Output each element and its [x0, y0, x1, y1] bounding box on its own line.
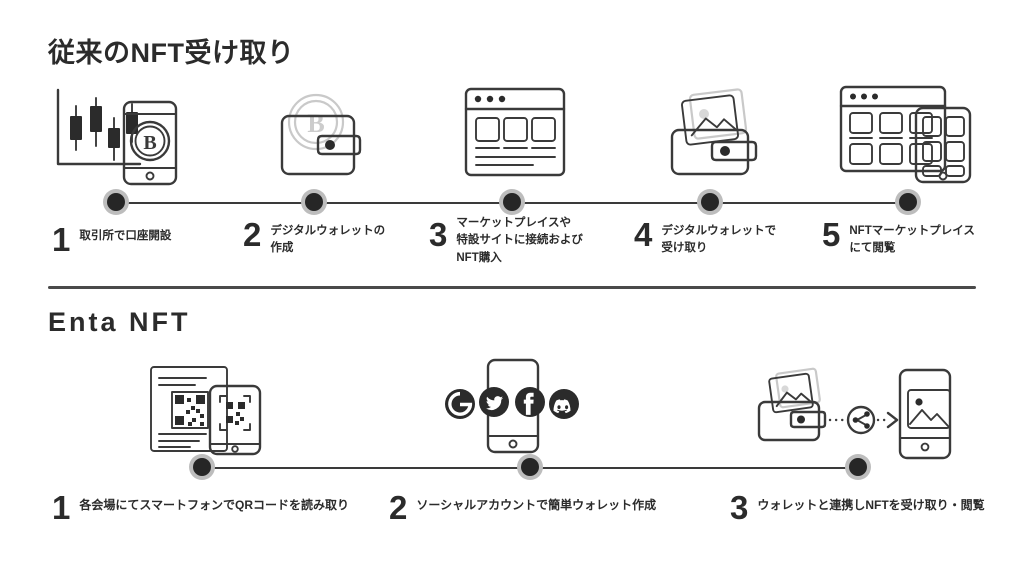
step-label: デジタルウォレットで 受け取り — [661, 225, 777, 255]
step-enta-2: 2 ソーシャルアカウントで簡単ウォレット作成 — [389, 489, 657, 526]
step-legacy-2: 2 デジタルウォレットの 作成 — [243, 216, 386, 258]
step-number: 2 — [243, 216, 262, 253]
discord-icon — [549, 389, 579, 419]
step-legacy-3: 3 マーケットプレイスや 特設サイトに接続および NFT購入 — [429, 213, 583, 267]
svg-text:B: B — [307, 109, 324, 138]
wallet-bitcoin-icon: B — [278, 86, 362, 182]
step-label: 取引所で口座開設 — [79, 230, 172, 242]
step-number: 3 — [730, 489, 749, 526]
twitter-icon — [479, 387, 509, 417]
timeline-node-4[interactable] — [701, 193, 719, 211]
phone-social-accounts-icon — [444, 358, 580, 458]
qr-document-phone-scan-icon — [148, 364, 264, 456]
step-label: ウォレットと連携しNFTを受け取り・閲覧 — [757, 498, 985, 512]
section-divider — [48, 286, 976, 289]
timeline-node-1[interactable] — [193, 458, 211, 476]
timeline-node-3[interactable] — [503, 193, 521, 211]
svg-text:B: B — [143, 132, 156, 154]
timeline-node-1[interactable] — [107, 193, 125, 211]
timeline-node-2[interactable] — [521, 458, 539, 476]
step-number: 1 — [52, 489, 71, 526]
step-number: 3 — [429, 216, 448, 253]
step-number: 4 — [634, 216, 653, 253]
browser-marketplace-icon — [463, 86, 567, 178]
wallet-nft-image-icon — [668, 86, 760, 178]
step-legacy-1: 1 取引所で口座開設 — [52, 221, 172, 258]
step-number: 2 — [389, 489, 408, 526]
browser-gallery-phone-icon — [838, 84, 974, 184]
timeline-node-3[interactable] — [849, 458, 867, 476]
step-legacy-5: 5 NFTマーケットプレイス にて閲覧 — [822, 216, 975, 258]
timeline-node-5[interactable] — [899, 193, 917, 211]
candlestick-chart-phone-bitcoin-icon: B — [52, 84, 180, 186]
step-label: デジタルウォレットの 作成 — [270, 225, 386, 255]
facebook-icon — [515, 387, 545, 417]
step-legacy-4: 4 デジタルウォレットで 受け取り — [634, 216, 777, 258]
step-enta-3: 3 ウォレットと連携しNFTを受け取り・閲覧 — [730, 489, 985, 526]
step-label: NFTマーケットプレイス にて閲覧 — [849, 225, 975, 255]
step-label: 各会場にてスマートフォンでQRコードを読み取り — [79, 498, 350, 512]
timeline-node-2[interactable] — [305, 193, 323, 211]
google-icon — [445, 389, 475, 419]
step-label: ソーシャルアカウントで簡単ウォレット作成 — [416, 498, 657, 512]
section-title-legacy: 従来のNFT受け取り — [48, 38, 295, 68]
wallet-share-phone-icon — [756, 367, 952, 460]
step-number: 1 — [52, 221, 71, 258]
section-title-enta: Enta NFT — [48, 307, 191, 337]
step-number: 5 — [822, 216, 841, 253]
step-label: マーケットプレイスや 特設サイトに接続および NFT購入 — [456, 217, 583, 264]
step-enta-1: 1 各会場にてスマートフォンでQRコードを読み取り — [52, 489, 350, 526]
